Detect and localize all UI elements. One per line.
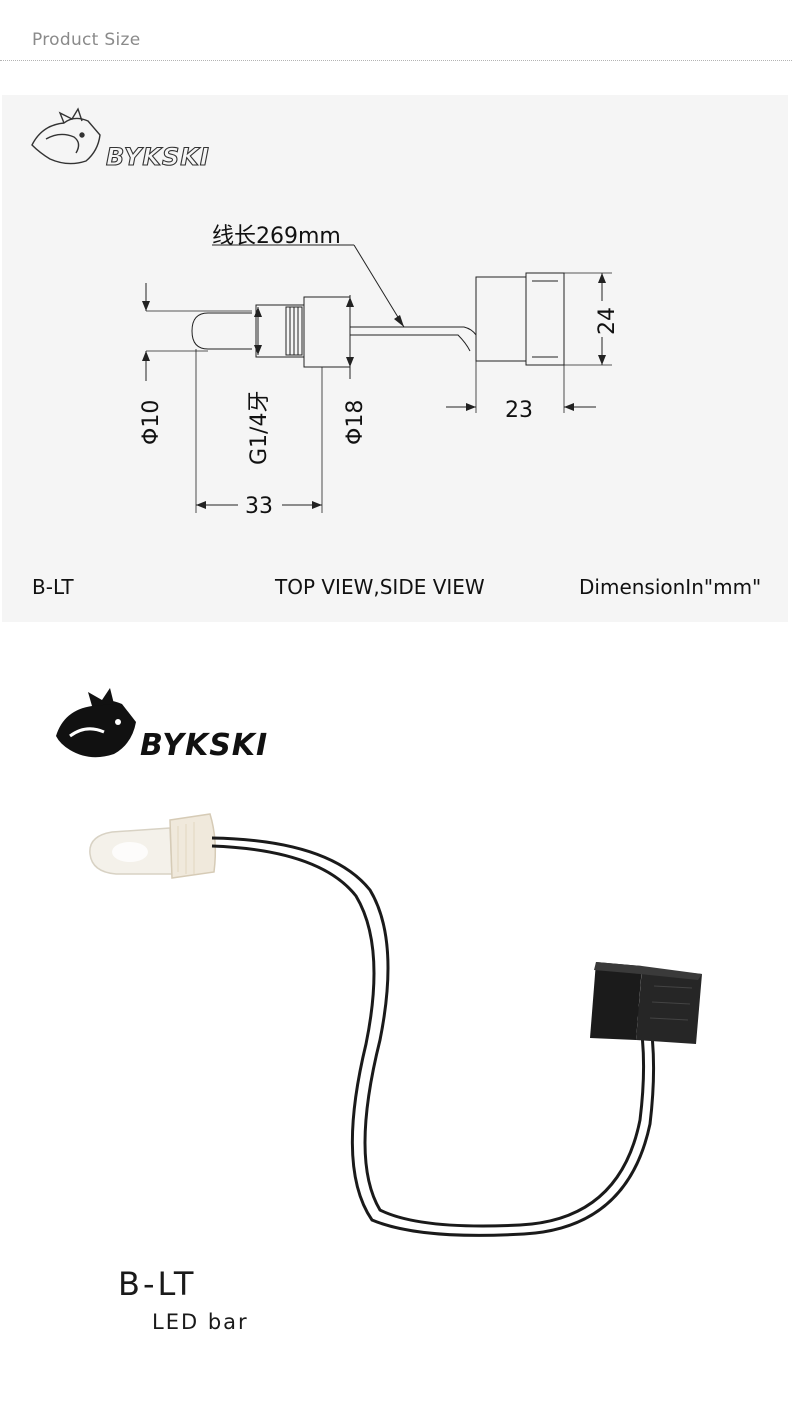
connector-plug bbox=[525, 272, 565, 366]
product-photo-section: BYKSKI B-LT LED bar bbox=[0, 640, 792, 1406]
connector-housing bbox=[475, 276, 527, 362]
brand-logo-text: BYKSKI bbox=[106, 143, 210, 171]
hex-nut bbox=[303, 296, 351, 368]
dim-phi10-label: Φ10 bbox=[139, 400, 164, 445]
cable-wire-2 bbox=[211, 844, 656, 1237]
section-title: Product Size bbox=[32, 30, 141, 50]
header-divider bbox=[0, 60, 792, 61]
dim-23-label: 23 bbox=[505, 398, 533, 423]
cable-length-label: 线长269mm bbox=[212, 224, 341, 249]
product-description: LED bar bbox=[152, 1310, 249, 1334]
thread-body bbox=[255, 304, 305, 358]
dimension-drawing-panel: BYKSKI bbox=[2, 95, 788, 622]
product-model-name: B-LT bbox=[118, 1265, 197, 1303]
page-header: Product Size bbox=[0, 0, 792, 62]
dim-thread-label: G1/4牙 bbox=[247, 391, 272, 465]
units-caption: DimensionIn"mm" bbox=[579, 575, 762, 599]
cable-bottom bbox=[350, 334, 471, 352]
dragon-logo-icon bbox=[31, 107, 101, 165]
molex-connector bbox=[590, 962, 702, 1044]
dim-24-label: 24 bbox=[595, 307, 620, 335]
brand-logo: BYKSKI bbox=[31, 107, 210, 172]
dim-33-label: 33 bbox=[245, 494, 273, 519]
led-bulb-outline bbox=[191, 312, 252, 350]
brand-logo-large: BYKSKI bbox=[56, 688, 268, 763]
led-bulb bbox=[89, 813, 217, 879]
dragon-logo-icon bbox=[56, 688, 136, 758]
model-caption: B-LT bbox=[32, 575, 74, 599]
brand-logo-text-large: BYKSKI bbox=[140, 728, 268, 763]
product-illustration: BYKSKI bbox=[56, 688, 702, 1237]
dimension-arrows bbox=[142, 273, 606, 509]
dim-phi18-label: Φ18 bbox=[343, 400, 368, 445]
cable-wire-1 bbox=[211, 836, 646, 1228]
cable-top bbox=[350, 326, 477, 336]
dimension-drawing: BYKSKI bbox=[31, 107, 620, 519]
cable-leader-line bbox=[353, 244, 405, 328]
views-caption: TOP VIEW,SIDE VIEW bbox=[275, 575, 485, 599]
